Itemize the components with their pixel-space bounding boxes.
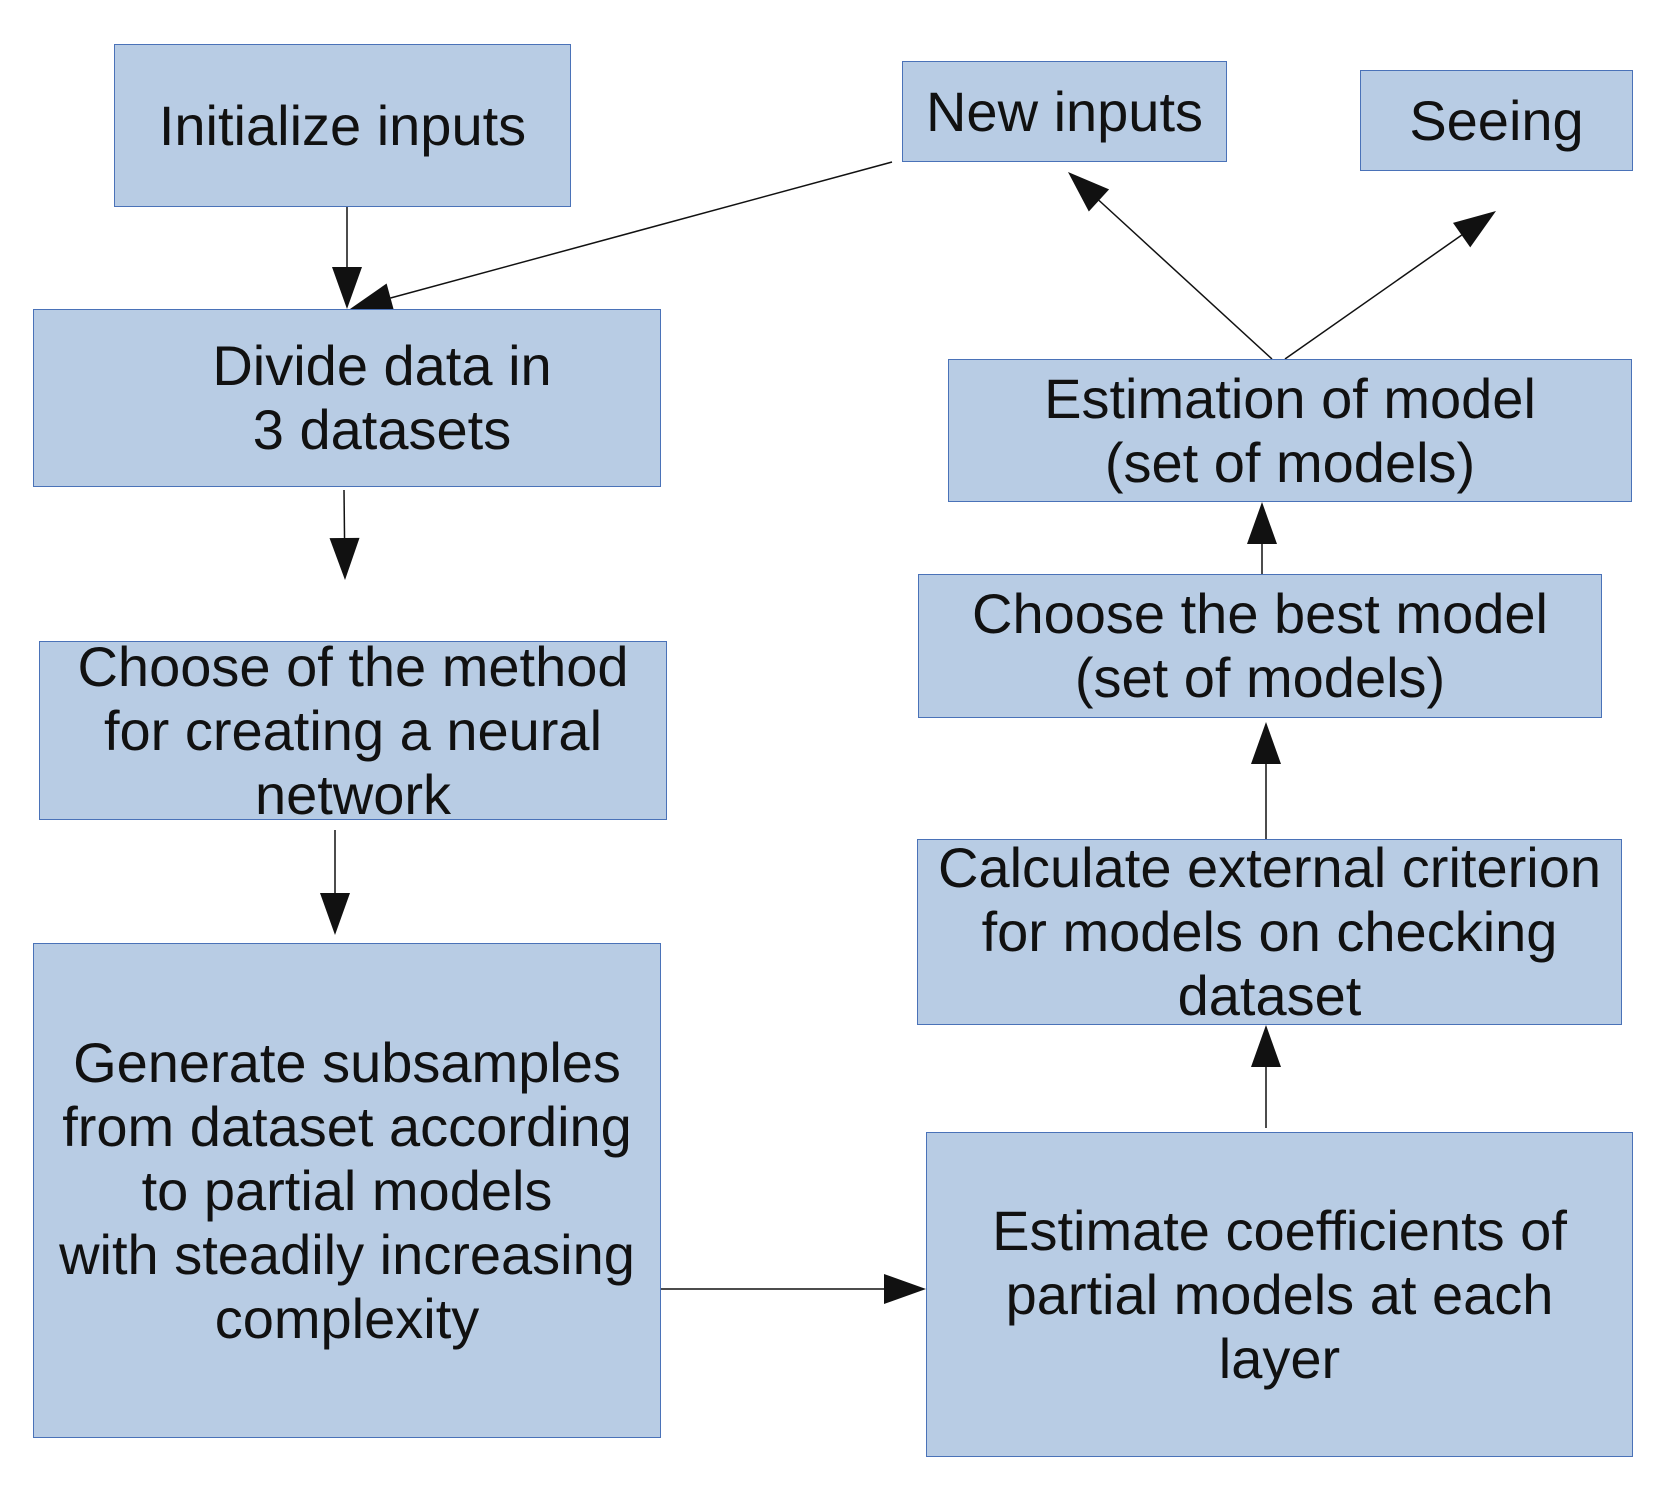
- node-line: layer: [1218, 1326, 1341, 1390]
- node-line: for creating a neural: [103, 698, 603, 762]
- edge-divide-data-to-choose-method: [343, 489, 346, 539]
- node-estimation-model: Estimation of model (set of models): [948, 359, 1632, 502]
- node-line: Initialize inputs: [158, 93, 527, 157]
- edge-estimation-model-to-seeing: [1284, 234, 1463, 360]
- arrowhead-estimation-model-to-new-inputs: [1068, 172, 1110, 212]
- node-line: Calculate external criterion: [938, 836, 1601, 899]
- node-line: partial models at each: [1005, 1262, 1554, 1326]
- node-calculate-criterion: Calculate external criterion for models …: [917, 836, 1622, 1027]
- node-line: (set of models): [1074, 646, 1446, 709]
- node-initialize-inputs: Initialize inputs: [114, 44, 571, 207]
- node-line: 3 datasets: [252, 398, 512, 461]
- arrowhead-divide-data-to-choose-method: [329, 537, 360, 580]
- node-line: Estimation of model: [1044, 366, 1536, 430]
- node-line: Generate subsamples: [73, 1030, 621, 1094]
- node-line: (set of models): [1104, 430, 1476, 494]
- node-line: to partial models: [141, 1158, 553, 1222]
- node-line: complexity: [214, 1286, 480, 1350]
- node-seeing: Seeing: [1360, 70, 1633, 171]
- node-line: New inputs: [925, 79, 1204, 143]
- node-estimate-coefficients: Estimate coefficients of partial models …: [926, 1132, 1633, 1457]
- arrowhead-choose-method-to-generate-subsamples: [320, 893, 350, 935]
- edge-new-inputs-to-divide-data: [390, 161, 893, 299]
- arrowhead-calculate-criterion-to-choose-best: [1251, 722, 1281, 764]
- arrowhead-generate-subsamples-to-estimate-coefficients: [884, 1274, 926, 1304]
- arrowhead-choose-best-to-estimation-model: [1247, 502, 1277, 544]
- arrowhead-estimate-coefficients-to-calculate-criterion: [1251, 1025, 1281, 1067]
- node-generate-subsamples: Generate subsamples from dataset accordi…: [33, 943, 661, 1438]
- arrowhead-estimation-model-to-seeing: [1453, 211, 1496, 248]
- node-line: Seeing: [1409, 88, 1584, 152]
- node-line: from dataset according: [62, 1094, 632, 1158]
- node-line: Estimate coefficients of: [992, 1198, 1567, 1262]
- node-line: Divide data in: [212, 334, 552, 397]
- node-new-inputs: New inputs: [902, 61, 1227, 162]
- node-choose-method: Choose of the method for creating a neur…: [39, 635, 667, 826]
- node-line: dataset: [1177, 964, 1362, 1027]
- arrowhead-initialize-inputs-to-divide-data: [332, 267, 362, 309]
- node-line: for models on checking: [981, 900, 1558, 963]
- node-line: Choose of the method: [77, 634, 629, 698]
- node-line: network: [254, 762, 452, 826]
- edge-estimation-model-to-new-inputs: [1098, 199, 1273, 360]
- arrowhead-new-inputs-to-divide-data: [350, 283, 395, 313]
- node-choose-best: Choose the best model (set of models): [918, 574, 1602, 718]
- node-divide-data: Divide data in 3 datasets: [33, 309, 661, 487]
- node-line: Choose the best model: [972, 582, 1548, 645]
- node-line: with steadily increasing: [59, 1222, 635, 1286]
